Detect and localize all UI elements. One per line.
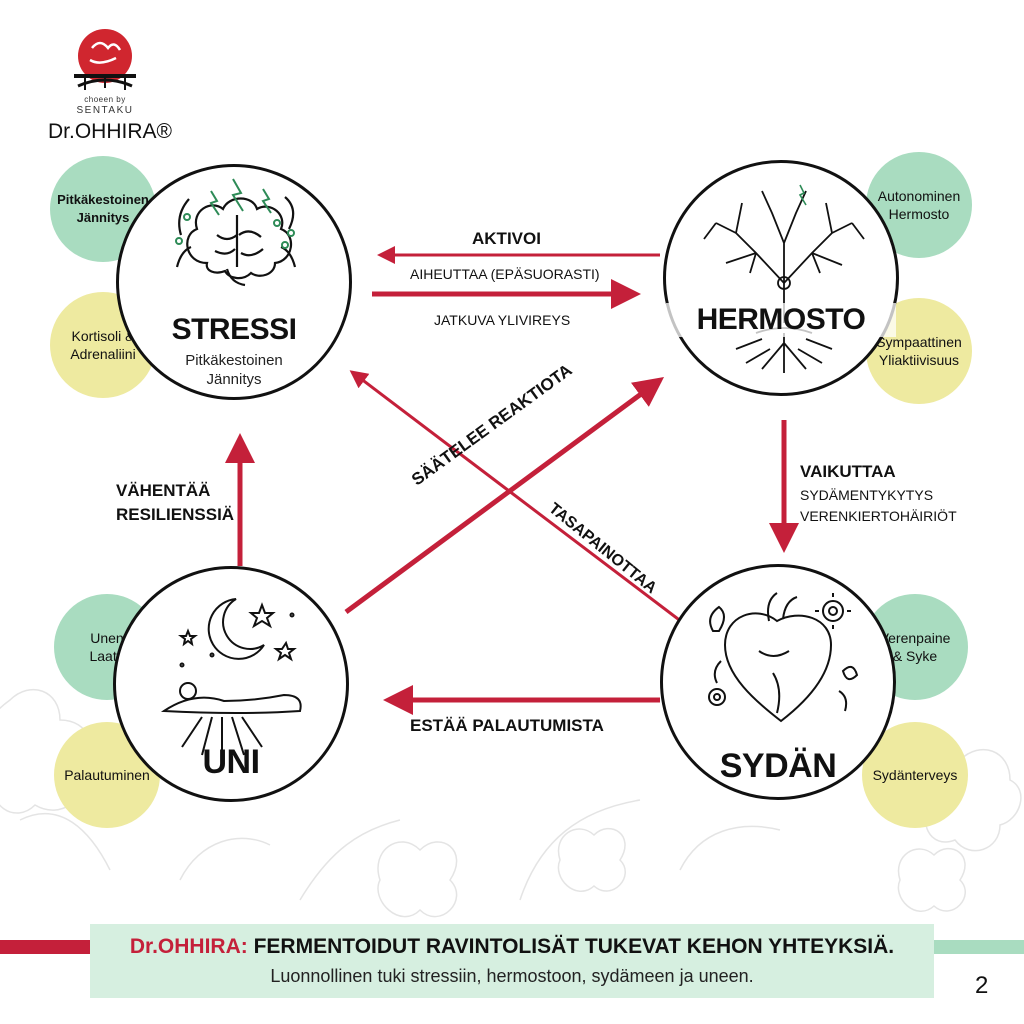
label-reduces-line2: RESILIENSSIÄ <box>116 505 235 524</box>
node-nervous-title: HERMOSTO <box>666 303 896 337</box>
label-affects-line2: VERENKIERTOHÄIRIÖT <box>800 508 957 524</box>
node-stress-title: STRESSI <box>171 313 297 346</box>
page-number: 2 <box>975 972 989 999</box>
brain-icon <box>175 178 297 287</box>
node-sleep-title: UNI <box>202 743 260 781</box>
label-reduces-line1: VÄHENTÄÄ <box>116 481 211 500</box>
satellite-heart-health: Sydänterveys <box>862 722 968 828</box>
label-affects-title: VAIKUTTAA <box>800 462 896 481</box>
logo-text-line1: choeen by <box>84 95 126 104</box>
node-heart-title: SYDÄN <box>719 747 837 785</box>
banner-right-bar <box>930 940 1024 954</box>
banner-headline: Dr.OHHIRA: FERMENTOIDUT RAVINTOLISÄT TUK… <box>90 935 934 959</box>
banner-subline: Luonnollinen tuki stressiin, hermostoon,… <box>270 966 754 986</box>
sleep-moon-icon <box>160 598 302 761</box>
logo-text-line2: SENTAKU <box>76 105 134 116</box>
node-stress: STRESSI Pitkäkestoinen Jännitys <box>116 164 352 400</box>
label-activates: AKTIVOI <box>472 229 541 248</box>
bottom-banner: Dr.OHHIRA: FERMENTOIDUT RAVINTOLISÄT TUK… <box>90 924 934 998</box>
label-hyperarousal: JATKUVA YLIVIREYS <box>434 312 571 328</box>
node-stress-subtitle-line1: Pitkäkestoinen <box>185 352 283 369</box>
node-nervous-system: HERMOSTO <box>663 160 899 396</box>
arrow-regulates <box>344 377 665 615</box>
arrow-balances <box>349 370 683 624</box>
label-prevents-recovery: ESTÄÄ PALAUTUMISTA <box>410 716 604 735</box>
node-stress-subtitle-line2: Jännitys <box>206 371 262 388</box>
brand-name: Dr.OHHIRA® <box>48 120 172 143</box>
neuron-tree-icon <box>703 184 865 373</box>
banner-left-bar <box>0 940 94 954</box>
label-causes: AIHEUTTAA (EPÄSUORASTI) <box>410 266 600 282</box>
sentaku-logo <box>74 29 136 90</box>
heart-gears-icon <box>708 592 859 723</box>
label-affects-line1: SYDÄMENTYKYTYS <box>800 487 934 503</box>
node-heart: SYDÄN <box>660 564 896 800</box>
banner-brand: Dr.OHHIRA: <box>129 935 248 958</box>
node-sleep: UNI <box>113 566 349 802</box>
banner-headline-text: FERMENTOIDUT RAVINTOLISÄT TUKEVAT KEHON … <box>253 935 895 958</box>
